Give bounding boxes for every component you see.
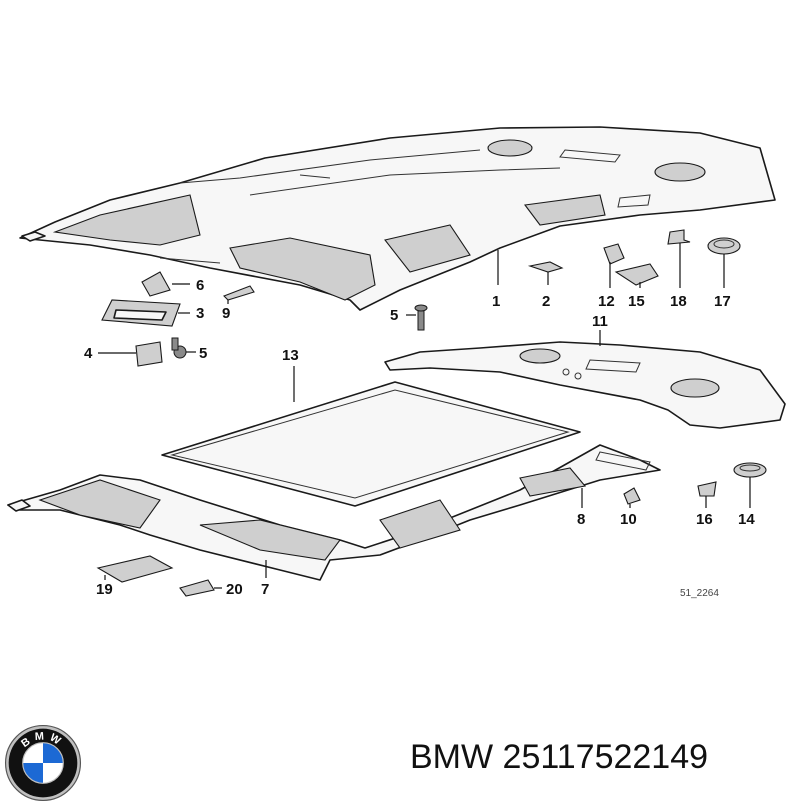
part-18-hook <box>667 229 691 245</box>
part-11-rear-panel <box>384 341 786 429</box>
part-4-cap <box>135 341 163 367</box>
callout-15: 15 <box>628 293 645 310</box>
callout-5-lower: 5 <box>199 345 207 362</box>
part-3-handle <box>101 299 181 327</box>
callout-18: 18 <box>670 293 687 310</box>
bmw-logo-icon: BMW <box>4 724 82 802</box>
callout-1: 1 <box>492 293 500 310</box>
callout-5-upper: 5 <box>390 307 398 324</box>
part-13-sunroof-panel <box>161 381 581 507</box>
callout-11: 11 <box>592 313 608 330</box>
callout-12: 12 <box>598 293 615 310</box>
part-10-clip <box>623 487 641 505</box>
part-2-bracket <box>527 261 564 273</box>
callout-14: 14 <box>738 511 755 528</box>
callout-17: 17 <box>714 293 731 310</box>
part-7-8-lower-headliner <box>7 444 661 581</box>
part-19-cover-plate <box>96 555 174 583</box>
part-20-clip <box>179 579 215 597</box>
diagram-reference-code: 51_2264 <box>680 588 719 599</box>
part-14-speaker-grille <box>733 462 767 478</box>
callout-4: 4 <box>84 345 93 362</box>
part-16-clip <box>697 481 717 497</box>
product-caption: BMW 25117522149 <box>410 738 708 777</box>
leader-lines <box>98 243 751 589</box>
part-5-screw-lower <box>171 337 187 359</box>
callout-3: 3 <box>196 305 204 322</box>
part-17-speaker-grille <box>707 237 741 255</box>
callout-6: 6 <box>196 277 204 294</box>
callout-13: 13 <box>282 347 299 364</box>
logo-blue-quadrant-1 <box>43 742 64 763</box>
callout-10: 10 <box>620 511 637 528</box>
callout-labels: 1 2 3 4 5 5 6 7 8 9 10 11 12 13 14 15 16… <box>84 277 755 599</box>
part-5-screw <box>414 304 428 331</box>
part-9-pin <box>223 285 255 301</box>
callout-20: 20 <box>226 581 243 598</box>
callout-19: 19 <box>96 581 113 598</box>
callout-9: 9 <box>222 305 230 322</box>
part-12-clip <box>603 243 625 265</box>
part-15-cover <box>614 263 659 286</box>
callout-16: 16 <box>696 511 713 528</box>
part-number: 25117522149 <box>502 738 709 776</box>
callout-8: 8 <box>577 511 585 528</box>
callout-2: 2 <box>542 293 550 310</box>
part-6-clip <box>141 271 171 297</box>
logo-blue-quadrant-2 <box>22 763 43 784</box>
brand-name: BMW <box>410 738 494 776</box>
callout-7: 7 <box>261 581 269 598</box>
headliner-upper-assembly <box>19 126 776 311</box>
